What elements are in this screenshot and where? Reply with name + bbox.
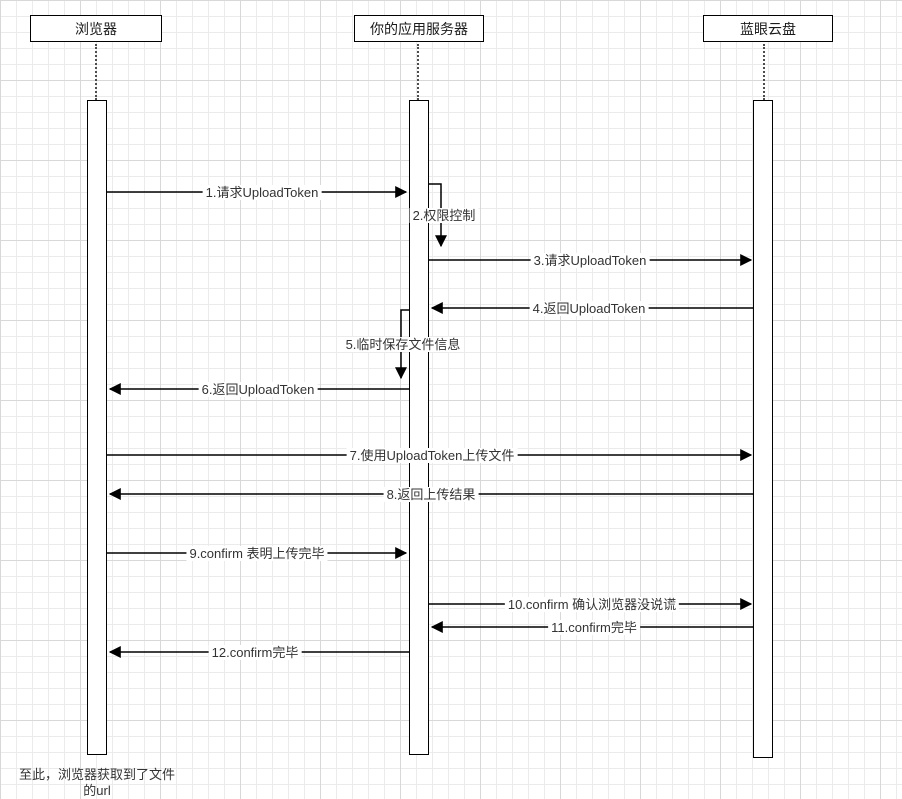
message-3-label[interactable]: 3.请求UploadToken [530, 253, 650, 268]
actor-browser-label: 浏览器 [75, 20, 117, 37]
message-7-label[interactable]: 7.使用UploadToken上传文件 [346, 448, 518, 463]
actor-cloud-disk-label: 蓝眼云盘 [740, 20, 796, 37]
message-1-label[interactable]: 1.请求UploadToken [202, 185, 322, 200]
message-8-label[interactable]: 8.返回上传结果 [383, 487, 479, 502]
lifeline-browser-dotted [95, 44, 97, 100]
message-12-label[interactable]: 12.confirm完毕 [208, 645, 302, 660]
actor-cloud-disk[interactable]: 蓝眼云盘 [703, 15, 833, 42]
activation-app-server[interactable] [409, 100, 429, 755]
activation-cloud-disk[interactable] [753, 100, 773, 758]
actor-browser[interactable]: 浏览器 [30, 15, 162, 42]
message-5-label[interactable]: 5.临时保存文件信息 [342, 337, 464, 352]
message-2-label[interactable]: 2.权限控制 [409, 208, 479, 223]
activation-browser[interactable] [87, 100, 107, 755]
actor-app-server[interactable]: 你的应用服务器 [354, 15, 484, 42]
message-6-label[interactable]: 6.返回UploadToken [198, 382, 318, 397]
lifeline-cloud-disk-dotted [763, 44, 765, 100]
lifeline-app-server-dotted [417, 44, 419, 100]
message-9-label[interactable]: 9.confirm 表明上传完毕 [186, 546, 328, 561]
message-11-label[interactable]: 11.confirm完毕 [548, 620, 640, 635]
message-10-label[interactable]: 10.confirm 确认浏览器没说谎 [504, 597, 680, 612]
message-4-label[interactable]: 4.返回UploadToken [529, 301, 649, 316]
diagram-footnote[interactable]: 至此，浏览器获取到了文件 的url [18, 767, 176, 798]
actor-app-server-label: 你的应用服务器 [370, 20, 468, 37]
